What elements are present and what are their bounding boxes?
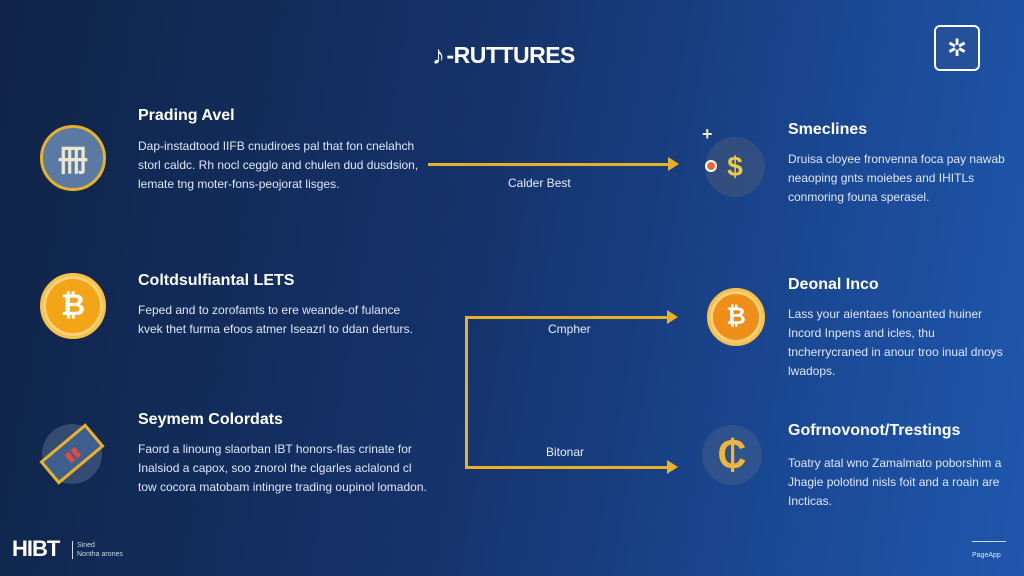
connector-arrow-top: [428, 163, 670, 166]
footer-tagline-line: Nontha arones: [77, 551, 123, 558]
microscope-coin-icon: ₵: [702, 425, 762, 485]
page-label: PageApp: [972, 552, 1001, 559]
left-item-title: Coltdsulfiantal LETS: [138, 272, 295, 289]
connector-arrow-mid: [465, 316, 669, 319]
arrowhead-icon: [667, 460, 678, 474]
bitcoin-icon: ₿: [40, 273, 106, 339]
page-title: ♪ -RUTTURES: [432, 40, 575, 70]
right-item-title: Gofrnovonot/Trestings: [788, 422, 961, 439]
logo-badge-icon: ✲: [934, 25, 980, 71]
arrowhead-icon: [667, 310, 678, 324]
footer-tagline: Sined Nontha arones: [72, 541, 123, 559]
ticket-icon: ▮▮: [39, 423, 105, 485]
right-item-title: Deonal Inco: [788, 276, 879, 293]
right-item-body: Lass your aientaes fonoanted huiner Inco…: [788, 307, 1003, 378]
bitcoin-icon: ₿: [707, 288, 765, 346]
connector-label: Bitonar: [546, 445, 585, 459]
left-item-body: Faord a linoung slaorban IBT honors-flas…: [138, 442, 427, 494]
music-note-icon: ♪: [432, 40, 445, 70]
left-item-title: Seymem Colordats: [138, 411, 283, 428]
dot-icon: [705, 160, 717, 172]
right-item-title: Smeclines: [788, 121, 868, 138]
left-item-body: Dap-instadtood IIFB cnudiroes pal that f…: [138, 139, 419, 191]
left-item-title: Prading Avel: [138, 107, 235, 124]
left-item-body: Feped and to zorofamts to ere weande-of …: [138, 303, 413, 336]
plus-icon: +: [702, 124, 713, 144]
connector-arrow-bottom: [465, 466, 669, 469]
connector-label: Cmpher: [548, 322, 591, 336]
right-item-body: Druisa cloyee fronvenna foca pay nawab n…: [788, 152, 1005, 204]
footer-brand: HIBT: [12, 536, 60, 561]
divider: [972, 541, 1006, 542]
connector-label: Calder Best: [508, 176, 571, 190]
arrowhead-icon: [668, 157, 679, 171]
footer-tagline-line: Sined: [77, 542, 95, 549]
right-item-body: Toatry atal wno Zamalmato poborshim a Jh…: [788, 456, 1002, 508]
emblem-coin-icon: 冊: [40, 125, 106, 191]
connector-bracket-vertical: [465, 316, 468, 468]
